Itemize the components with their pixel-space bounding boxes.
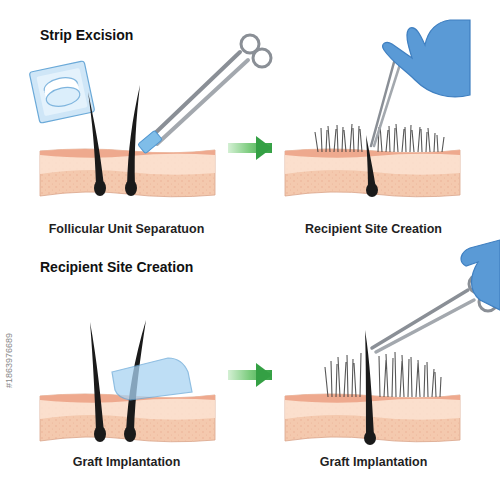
illustration-panel: Graft Implantation	[25, 285, 228, 475]
illustration-panel: Recipient Site Creation	[272, 60, 475, 245]
forceps-blade	[376, 300, 474, 352]
forceps-ring	[479, 293, 497, 311]
scissors-blade	[150, 52, 240, 138]
step-caption: Follicular Unit Separatuon	[49, 222, 205, 237]
gloved-hand	[383, 20, 470, 97]
flow-arrow	[228, 143, 272, 153]
packet-body	[29, 61, 95, 124]
hair-bulb	[125, 180, 137, 196]
step-caption: Recipient Site Creation	[305, 222, 442, 237]
hair-bulb	[364, 431, 376, 445]
hair-bulb	[94, 180, 106, 196]
hair	[127, 85, 140, 186]
hair	[88, 92, 104, 186]
forceps-blade	[372, 290, 468, 348]
forceps-ring	[469, 275, 487, 293]
hair	[126, 320, 146, 432]
small-hairs	[315, 124, 444, 152]
blue-packet	[29, 61, 95, 124]
panel-heading: Strip Excision	[40, 27, 133, 43]
graft-strip	[138, 130, 163, 153]
scissors-ring	[253, 49, 271, 67]
small-hairs	[325, 352, 441, 397]
packet-pad	[42, 75, 79, 100]
gloved-hand	[461, 240, 500, 310]
tweezers	[374, 58, 402, 146]
hair	[365, 330, 374, 436]
skin-section	[40, 149, 215, 197]
scissors-ring	[241, 35, 259, 53]
tweezers	[371, 55, 396, 146]
skin-section	[285, 149, 460, 197]
hair	[366, 135, 376, 188]
hair-bulb	[94, 426, 106, 442]
skin-section	[285, 394, 460, 442]
hair-bulb	[124, 426, 136, 442]
hair	[90, 322, 104, 432]
panel-heading: Recipient Site Creation	[40, 259, 193, 275]
illustration-panel: Follicular Unit Separatuon	[25, 60, 228, 245]
packet-inner	[36, 68, 87, 116]
flow-arrow	[228, 370, 272, 380]
illustration-panel: Graft Implantation	[272, 285, 475, 475]
blue-film	[112, 358, 192, 400]
step-caption: Graft Implantation	[320, 455, 428, 470]
hair-bulb	[366, 183, 378, 197]
scissors-blade	[157, 60, 248, 144]
packet-pad	[44, 84, 79, 101]
skin-section	[40, 394, 215, 442]
step-caption: Graft Implantation	[73, 455, 181, 470]
packet-pad	[45, 85, 82, 110]
watermark-number: #1863976689	[4, 333, 14, 388]
